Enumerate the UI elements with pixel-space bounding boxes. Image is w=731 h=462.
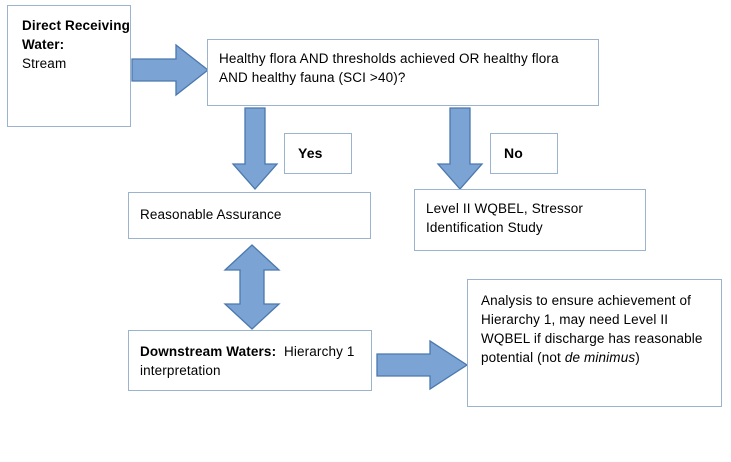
node-downstream-waters-rest: Hierarchy 1 interpretation xyxy=(140,344,355,379)
up-down-arrow-icon xyxy=(222,243,282,331)
branch-label-no-text: No xyxy=(504,144,523,161)
node-direct-receiving-water-bold: Direct Receiving Water: xyxy=(22,18,130,53)
node-analysis-text: Analysis to ensure achievement of Hierar… xyxy=(468,280,721,368)
down-arrow-icon-yes xyxy=(231,107,279,191)
right-arrow-icon-to-analysis xyxy=(376,339,468,391)
node-decision-question-text: Healthy flora AND thresholds achieved OR… xyxy=(219,51,559,86)
branch-label-yes-text: Yes xyxy=(298,144,323,161)
node-analysis-italic: de minimus xyxy=(564,350,636,366)
right-arrow-icon xyxy=(131,42,209,98)
node-downstream-waters: Downstream Waters: Hierarchy 1 interpret… xyxy=(128,330,372,391)
node-direct-receiving-water-text: Direct Receiving Water: Stream xyxy=(8,6,130,73)
node-analysis-part2: ) xyxy=(635,350,640,366)
node-analysis: Analysis to ensure achievement of Hierar… xyxy=(467,279,722,407)
node-downstream-waters-bold: Downstream Waters: xyxy=(140,344,277,359)
node-decision-question: Healthy flora AND thresholds achieved OR… xyxy=(207,39,599,106)
branch-label-yes: Yes xyxy=(284,133,352,174)
node-downstream-waters-text: Downstream Waters: Hierarchy 1 interpret… xyxy=(129,331,371,380)
node-direct-receiving-water: Direct Receiving Water: Stream xyxy=(7,5,131,127)
node-reasonable-assurance-text: Reasonable Assurance xyxy=(140,207,282,222)
node-level-ii-wqbel-text: Level II WQBEL, Stressor Identification … xyxy=(426,201,584,236)
branch-label-no: No xyxy=(490,133,558,174)
node-analysis-part1: Analysis to ensure achievement of Hierar… xyxy=(481,293,703,366)
down-arrow-icon-no xyxy=(436,107,484,191)
node-level-ii-wqbel: Level II WQBEL, Stressor Identification … xyxy=(414,189,646,251)
node-reasonable-assurance: Reasonable Assurance xyxy=(128,192,371,239)
node-direct-receiving-water-rest: Stream xyxy=(22,56,67,72)
